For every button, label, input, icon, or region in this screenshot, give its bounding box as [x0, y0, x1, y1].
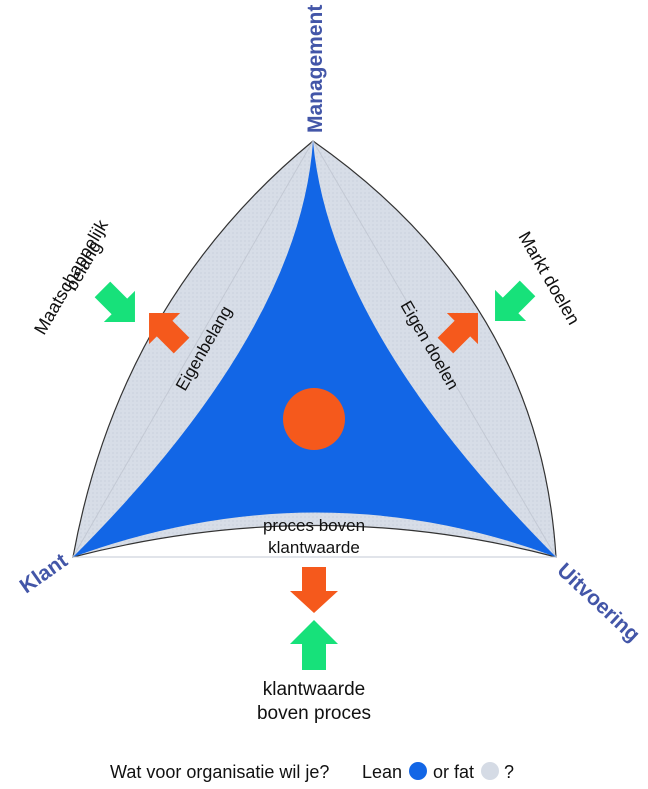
caption-end: ?: [504, 762, 514, 782]
label-boven-proces: boven proces: [257, 703, 371, 724]
lean-dot-icon: [409, 762, 427, 780]
inner-straight-triangle: [72, 140, 557, 558]
label-markt-doelen: Markt doelen: [515, 228, 584, 328]
vertex-label-klant: Klant: [16, 549, 72, 598]
green-arrow-bottom: [290, 620, 338, 670]
fat-dot-icon: [481, 762, 499, 780]
orange-arrow-left: [149, 313, 190, 354]
center-circle: [283, 388, 345, 450]
label-klantwaarde-outer: klantwaarde: [263, 679, 365, 700]
vertex-label-management: Management: [304, 5, 327, 133]
orange-arrow-bottom: [290, 567, 338, 613]
lean-blue-shape: [73, 141, 556, 557]
caption-or-fat: or fat: [433, 762, 474, 782]
caption-question: Wat voor organisatie wil je?: [110, 762, 329, 782]
orange-arrow-right: [437, 313, 478, 354]
green-arrow-right: [495, 280, 536, 321]
label-proces-boven: proces boven: [263, 516, 365, 535]
label-klantwaarde-inner: klantwaarde: [268, 538, 360, 557]
caption-lean: Lean: [362, 762, 402, 782]
vertex-label-uitvoering: Uitvoering: [553, 559, 645, 647]
green-arrow-left: [94, 281, 135, 322]
